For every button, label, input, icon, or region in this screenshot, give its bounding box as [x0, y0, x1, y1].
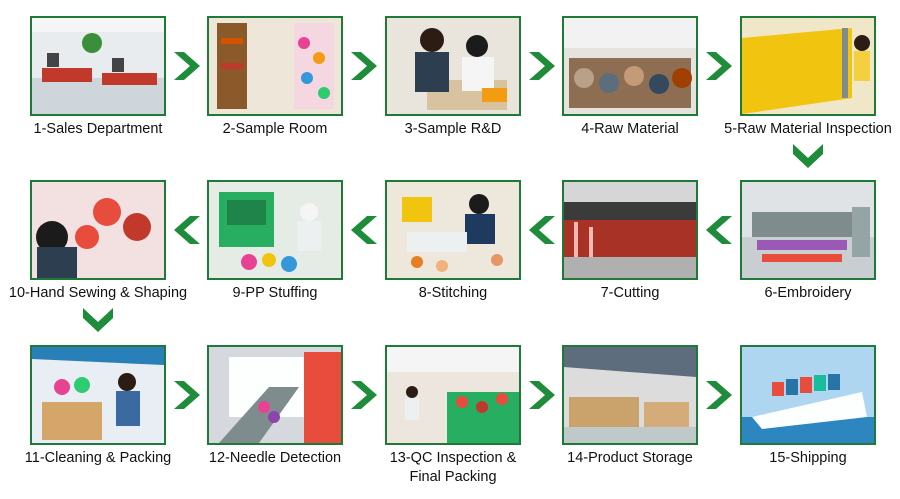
step-photo: [207, 345, 343, 445]
step-label: 15-Shipping: [769, 450, 847, 466]
arrow-right-icon: [174, 381, 200, 409]
arrow-right-icon: [351, 381, 377, 409]
step-photo: [385, 16, 521, 116]
step-label: 6-Embroidery: [764, 285, 852, 301]
step-photo: [740, 180, 876, 280]
step-label: 3-Sample R&D: [404, 121, 502, 137]
arrow-right-icon: [529, 381, 555, 409]
step-label: 13-QC Inspection &Final Packing: [389, 450, 517, 485]
arrow-right-icon: [706, 52, 732, 80]
step-photo: [30, 16, 166, 116]
step-label: 5-Raw Material Inspection: [724, 121, 892, 137]
step-photo: [562, 16, 698, 116]
step-label: 8-Stitching: [418, 285, 488, 301]
arrow-left-icon: [174, 216, 200, 244]
arrow-right-icon: [529, 52, 555, 80]
step-label: 4-Raw Material: [581, 121, 679, 137]
step-photo: [740, 345, 876, 445]
step-photo: [207, 16, 343, 116]
arrow-left-icon: [529, 216, 555, 244]
step-label: 1-Sales Department: [33, 121, 163, 137]
step-label: 14-Product Storage: [567, 450, 693, 466]
arrow-down-icon: [83, 308, 113, 332]
step-photo: [30, 180, 166, 280]
step-photo: [30, 345, 166, 445]
step-label: 11-Cleaning & Packing: [24, 450, 172, 466]
arrow-right-icon: [706, 381, 732, 409]
step-photo: [385, 180, 521, 280]
step-label: 7-Cutting: [600, 285, 660, 301]
step-photo: [562, 345, 698, 445]
arrow-down-icon: [793, 144, 823, 168]
step-photo: [207, 180, 343, 280]
step-photo: [385, 345, 521, 445]
step-label: 10-Hand Sewing & Shaping: [8, 285, 188, 301]
arrow-left-icon: [351, 216, 377, 244]
arrow-right-icon: [351, 52, 377, 80]
arrow-right-icon: [174, 52, 200, 80]
arrow-left-icon: [706, 216, 732, 244]
step-photo: [562, 180, 698, 280]
step-photo: [740, 16, 876, 116]
step-label: 12-Needle Detection: [208, 450, 342, 466]
step-label: 9-PP Stuffing: [232, 285, 318, 301]
step-label: 2-Sample Room: [222, 121, 328, 137]
